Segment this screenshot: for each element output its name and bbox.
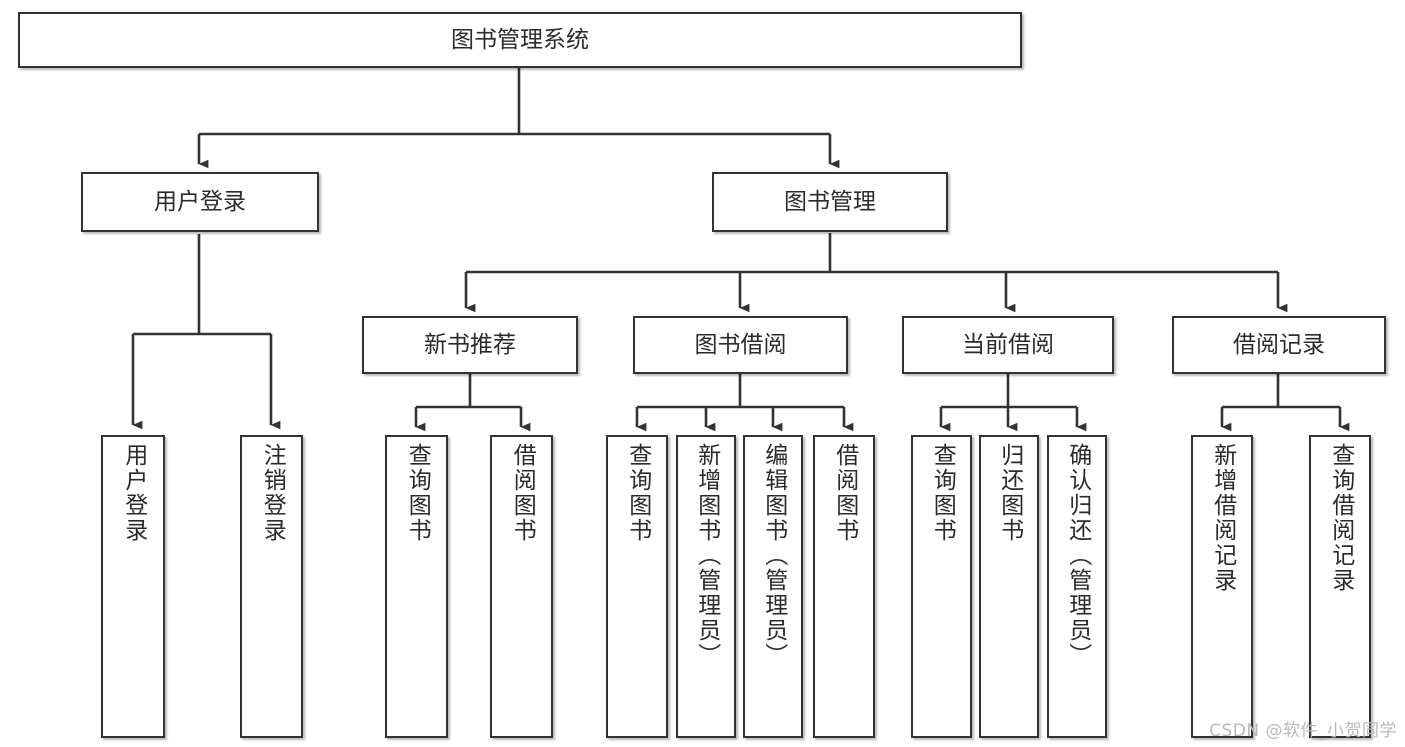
node-label: 查询图书 <box>404 443 431 543</box>
node-label: 查询图书 <box>929 443 956 543</box>
leaf-borrow-book[interactable]: 借阅图书 <box>813 435 875 738</box>
node-user-login[interactable]: 用户登录 <box>81 172 319 232</box>
node-label: 新增图书（管理员） <box>693 443 720 668</box>
node-label: 归还图书 <box>996 443 1023 543</box>
node-label: 借阅记录 <box>1233 331 1325 358</box>
leaf-return-book[interactable]: 归还图书 <box>979 435 1039 738</box>
node-label: 借阅图书 <box>831 443 858 543</box>
leaf-query-borrow-record[interactable]: 查询借阅记录 <box>1309 435 1371 738</box>
leaf-add-borrow-record[interactable]: 新增借阅记录 <box>1191 435 1253 738</box>
node-label: 查询图书 <box>624 443 651 543</box>
node-label: 图书管理 <box>784 188 876 215</box>
node-label: 用户登录 <box>120 443 147 543</box>
node-label: 当前借阅 <box>962 331 1054 358</box>
node-label: 编辑图书（管理员） <box>760 443 787 668</box>
node-current-borrowing[interactable]: 当前借阅 <box>902 316 1114 374</box>
node-new-book-recommendation[interactable]: 新书推荐 <box>362 316 578 374</box>
csdn-watermark: CSDN @软件_小贺同学 <box>1209 721 1397 741</box>
node-book-management[interactable]: 图书管理 <box>712 172 948 232</box>
leaf-edit-book-admin[interactable]: 编辑图书（管理员） <box>743 435 803 738</box>
node-label: 新增借阅记录 <box>1209 443 1236 593</box>
leaf-user-login[interactable]: 用户登录 <box>101 435 165 738</box>
leaf-add-book-admin[interactable]: 新增图书（管理员） <box>676 435 736 738</box>
leaf-query-book-current[interactable]: 查询图书 <box>911 435 972 738</box>
leaf-borrow-book-new-rec[interactable]: 借阅图书 <box>490 435 553 738</box>
leaf-query-book-borrow[interactable]: 查询图书 <box>606 435 668 738</box>
node-label: 新书推荐 <box>424 331 516 358</box>
node-root-book-management-system[interactable]: 图书管理系统 <box>18 12 1022 68</box>
node-label: 借阅图书 <box>509 443 536 543</box>
node-book-borrowing[interactable]: 图书借阅 <box>633 316 848 374</box>
leaf-logout[interactable]: 注销登录 <box>240 435 303 738</box>
node-label: 图书借阅 <box>694 331 787 358</box>
leaf-query-book-new-rec[interactable]: 查询图书 <box>385 435 448 738</box>
leaf-confirm-return-admin[interactable]: 确认归还（管理员） <box>1047 435 1107 738</box>
node-label: 图书管理系统 <box>451 26 589 53</box>
node-label: 确认归还（管理员） <box>1064 443 1091 668</box>
node-borrowing-record[interactable]: 借阅记录 <box>1172 316 1386 374</box>
node-label: 查询借阅记录 <box>1327 443 1354 593</box>
node-label: 注销登录 <box>259 443 286 543</box>
node-label: 用户登录 <box>154 188 246 215</box>
